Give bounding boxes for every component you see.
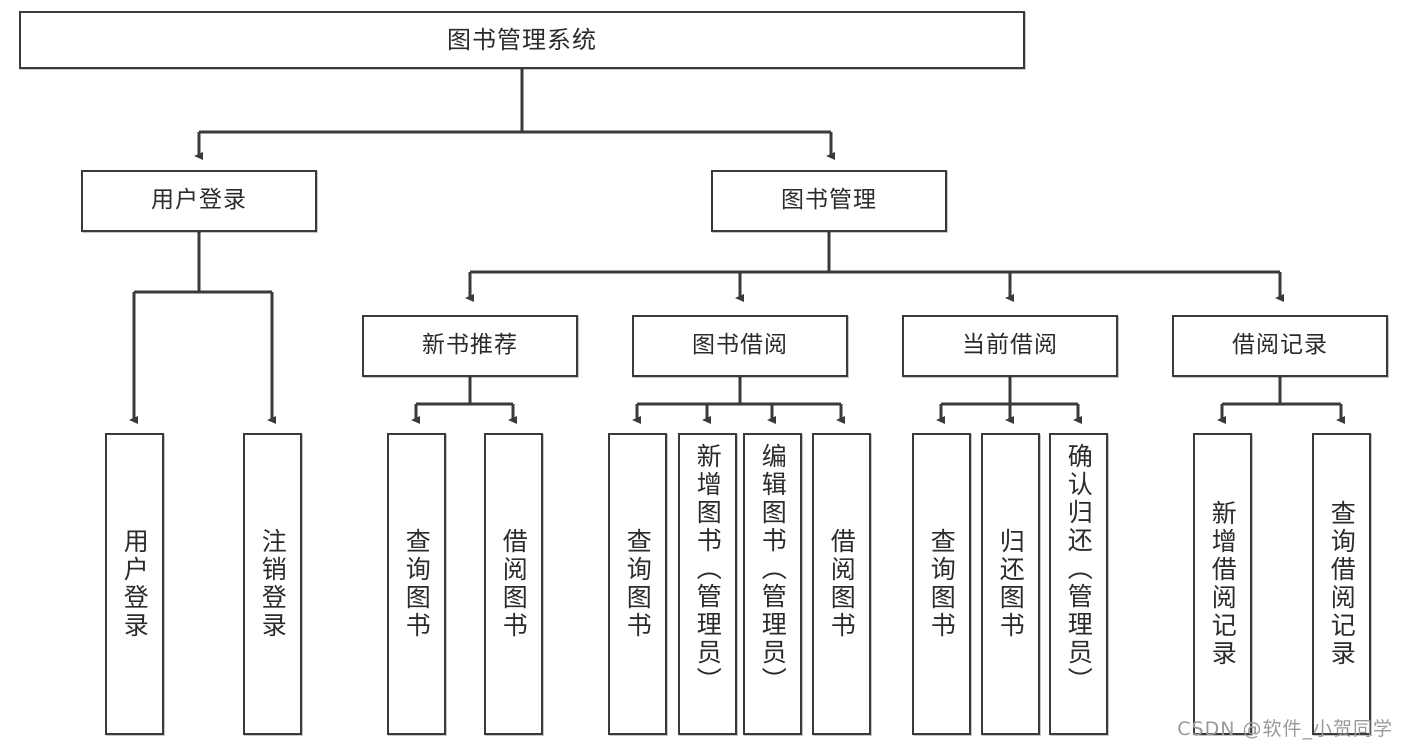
leaf-user-login[interactable]: 用户登录 [105, 433, 164, 735]
node-current-borrow[interactable]: 当前借阅 [902, 315, 1118, 377]
leaf-current-confirm-return-admin[interactable]: 确认归还（管理员） [1049, 433, 1108, 735]
node-new-book-recommend[interactable]: 新书推荐 [362, 315, 578, 377]
leaf-current-return-book[interactable]: 归还图书 [981, 433, 1040, 735]
leaf-borrow-query-book[interactable]: 查询图书 [608, 433, 667, 735]
node-label: 当前借阅 [962, 332, 1058, 359]
node-label: 用户登录 [151, 187, 247, 214]
node-book-borrow[interactable]: 图书借阅 [632, 315, 848, 377]
leaf-current-query-book[interactable]: 查询图书 [912, 433, 971, 735]
watermark: CSDN @软件_小贺同学 [1177, 718, 1393, 740]
node-label: 图书管理系统 [447, 25, 597, 54]
leaf-recommend-query-book[interactable]: 查询图书 [387, 433, 446, 735]
node-label: 归还图书 [996, 528, 1026, 640]
node-book-management[interactable]: 图书管理 [711, 170, 947, 232]
node-label: 借阅图书 [827, 528, 857, 640]
node-label: 图书借阅 [692, 332, 788, 359]
leaf-record-add-record[interactable]: 新增借阅记录 [1193, 433, 1252, 735]
node-label: 查询借阅记录 [1327, 500, 1357, 668]
node-label: 借阅记录 [1232, 332, 1328, 359]
node-label: 新书推荐 [422, 332, 518, 359]
node-label: 查询图书 [623, 528, 653, 640]
node-borrow-record[interactable]: 借阅记录 [1172, 315, 1388, 377]
node-label: 注销登录 [258, 528, 288, 640]
node-label: 借阅图书 [499, 528, 529, 640]
node-label: 编辑图书（管理员） [758, 443, 788, 695]
leaf-recommend-borrow-book[interactable]: 借阅图书 [484, 433, 543, 735]
leaf-logout[interactable]: 注销登录 [243, 433, 302, 735]
leaf-record-query-record[interactable]: 查询借阅记录 [1312, 433, 1371, 735]
leaf-borrow-edit-book-admin[interactable]: 编辑图书（管理员） [743, 433, 802, 735]
node-root-system[interactable]: 图书管理系统 [19, 11, 1025, 69]
leaf-borrow-add-book-admin[interactable]: 新增图书（管理员） [678, 433, 737, 735]
node-label: 新增借阅记录 [1208, 500, 1238, 668]
node-user-login[interactable]: 用户登录 [81, 170, 317, 232]
node-label: 确认归还（管理员） [1064, 443, 1094, 695]
node-label: 用户登录 [120, 528, 150, 640]
node-label: 查询图书 [402, 528, 432, 640]
leaf-borrow-borrow-book[interactable]: 借阅图书 [812, 433, 871, 735]
node-label: 新增图书（管理员） [693, 443, 723, 695]
node-label: 查询图书 [927, 528, 957, 640]
node-label: 图书管理 [781, 187, 877, 214]
